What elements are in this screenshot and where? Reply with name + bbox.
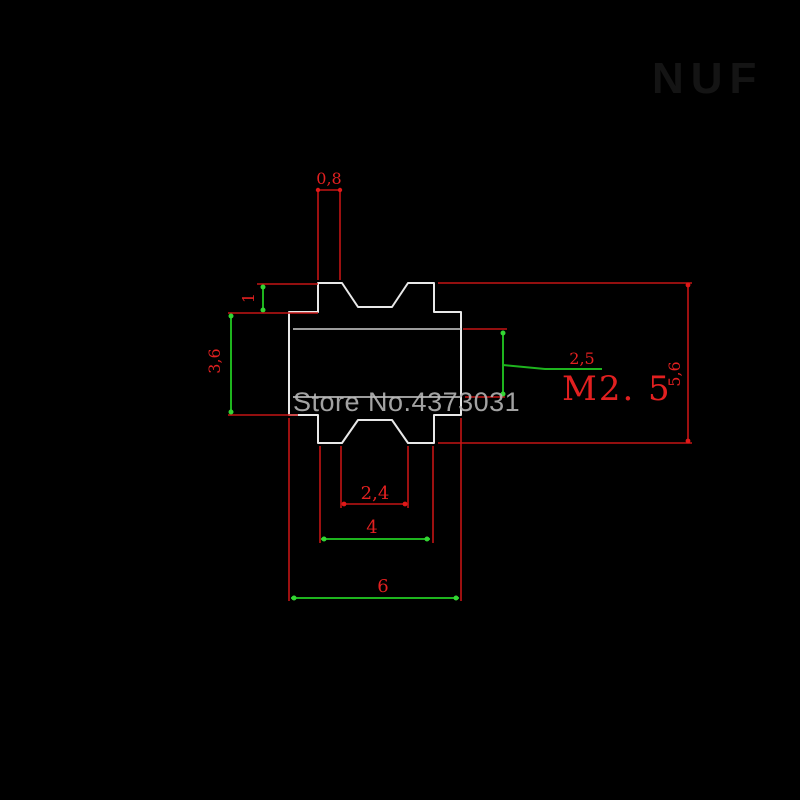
faint-corner-watermark: NUF [652,54,763,103]
dimension-5-6: 5,6 [438,282,692,444]
dimension-2-4: 2,4 [340,446,409,508]
store-watermark: Store No.4373031 [293,387,520,417]
dim-label-2-5: 2,5 [569,349,594,368]
dim-label-6: 6 [377,576,388,597]
dimension-2-5-bore: 2,5 M2. 5 [463,328,672,409]
thread-callout-label: M2. 5 [562,369,672,409]
dim-label-4: 4 [366,517,377,538]
dimension-1: 1 [239,283,318,313]
dimension-4: 4 [319,446,434,543]
dim-label-1: 1 [239,293,258,303]
dimension-6: 6 [288,418,462,601]
dimension-3-6: 3,6 [205,312,318,416]
part-outline [288,282,462,444]
dim-label-5-6: 5,6 [665,361,684,386]
dim-label-3-6: 3,6 [205,348,224,373]
leader-line [502,364,602,370]
dimension-0-8: 0,8 [315,169,343,280]
dim-label-0-8: 0,8 [316,169,341,188]
dim-label-2-4: 2,4 [361,483,390,504]
